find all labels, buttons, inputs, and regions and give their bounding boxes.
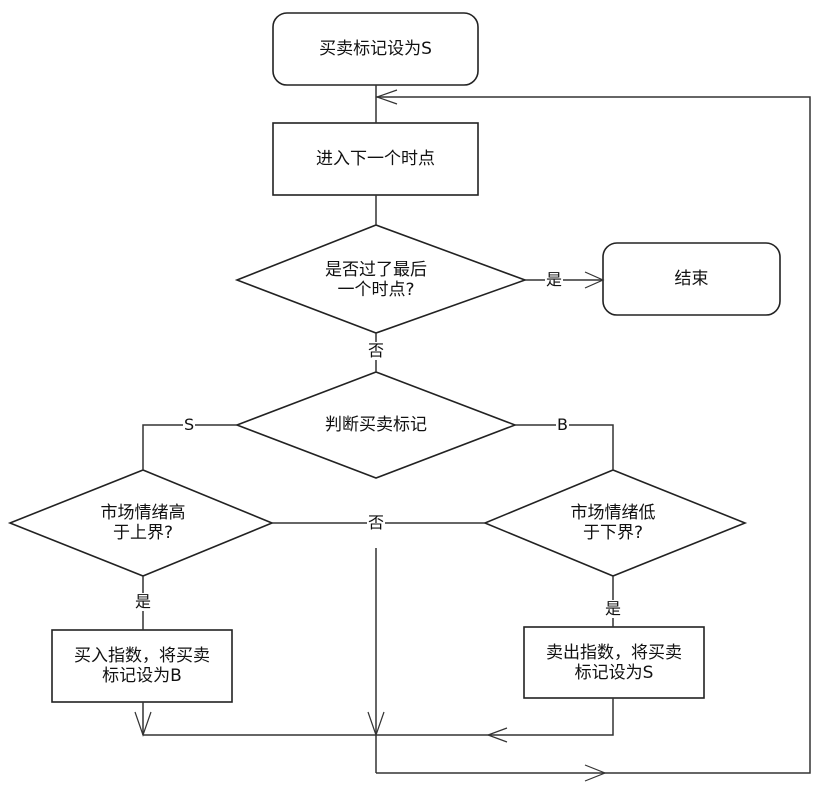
- edge-loop-back: [376, 96, 811, 774]
- node-buy-shape: [51, 629, 233, 703]
- edge-label-last-no: 否: [367, 341, 386, 360]
- node-check-lower: 市场情绪低 于下界?: [570, 503, 656, 543]
- edge-flag-s: [142, 424, 237, 470]
- arrow-head-loop-top: [375, 89, 398, 105]
- node-next-time: 进入下一个时点: [316, 149, 435, 169]
- edge-label-last-yes: 是: [545, 270, 564, 289]
- edge-label-upper-yes: 是: [134, 592, 153, 611]
- edge-flag-b: [515, 424, 614, 470]
- node-judge-flag-shape: [234, 371, 518, 479]
- edge-label-flag-b: B: [556, 415, 569, 434]
- node-buy: 买入指数，将买卖 标记设为B: [74, 646, 210, 686]
- node-check-last: 是否过了最后 一个时点?: [325, 260, 427, 300]
- edge-label-bound-no: 否: [367, 513, 386, 532]
- node-judge-flag: 判断买卖标记: [325, 415, 427, 435]
- node-next-time-shape: [272, 122, 479, 196]
- node-sell: 卖出指数，将买卖 标记设为S: [546, 643, 682, 683]
- node-check-upper: 市场情绪高 于上界?: [100, 503, 186, 543]
- edge-label-flag-s: S: [183, 415, 196, 434]
- edge-label-lower-yes: 是: [604, 599, 623, 618]
- node-end: 结束: [674, 269, 709, 289]
- arrow-head-sell-merge: [486, 727, 508, 743]
- node-end-shape: [602, 242, 781, 316]
- arrow-head-loop-bottom: [584, 764, 607, 782]
- edge-merge-line: [143, 698, 614, 736]
- node-start: 买卖标记设为S: [319, 39, 432, 59]
- arrow-head-to-end: [584, 271, 605, 289]
- node-sell-shape: [523, 626, 705, 699]
